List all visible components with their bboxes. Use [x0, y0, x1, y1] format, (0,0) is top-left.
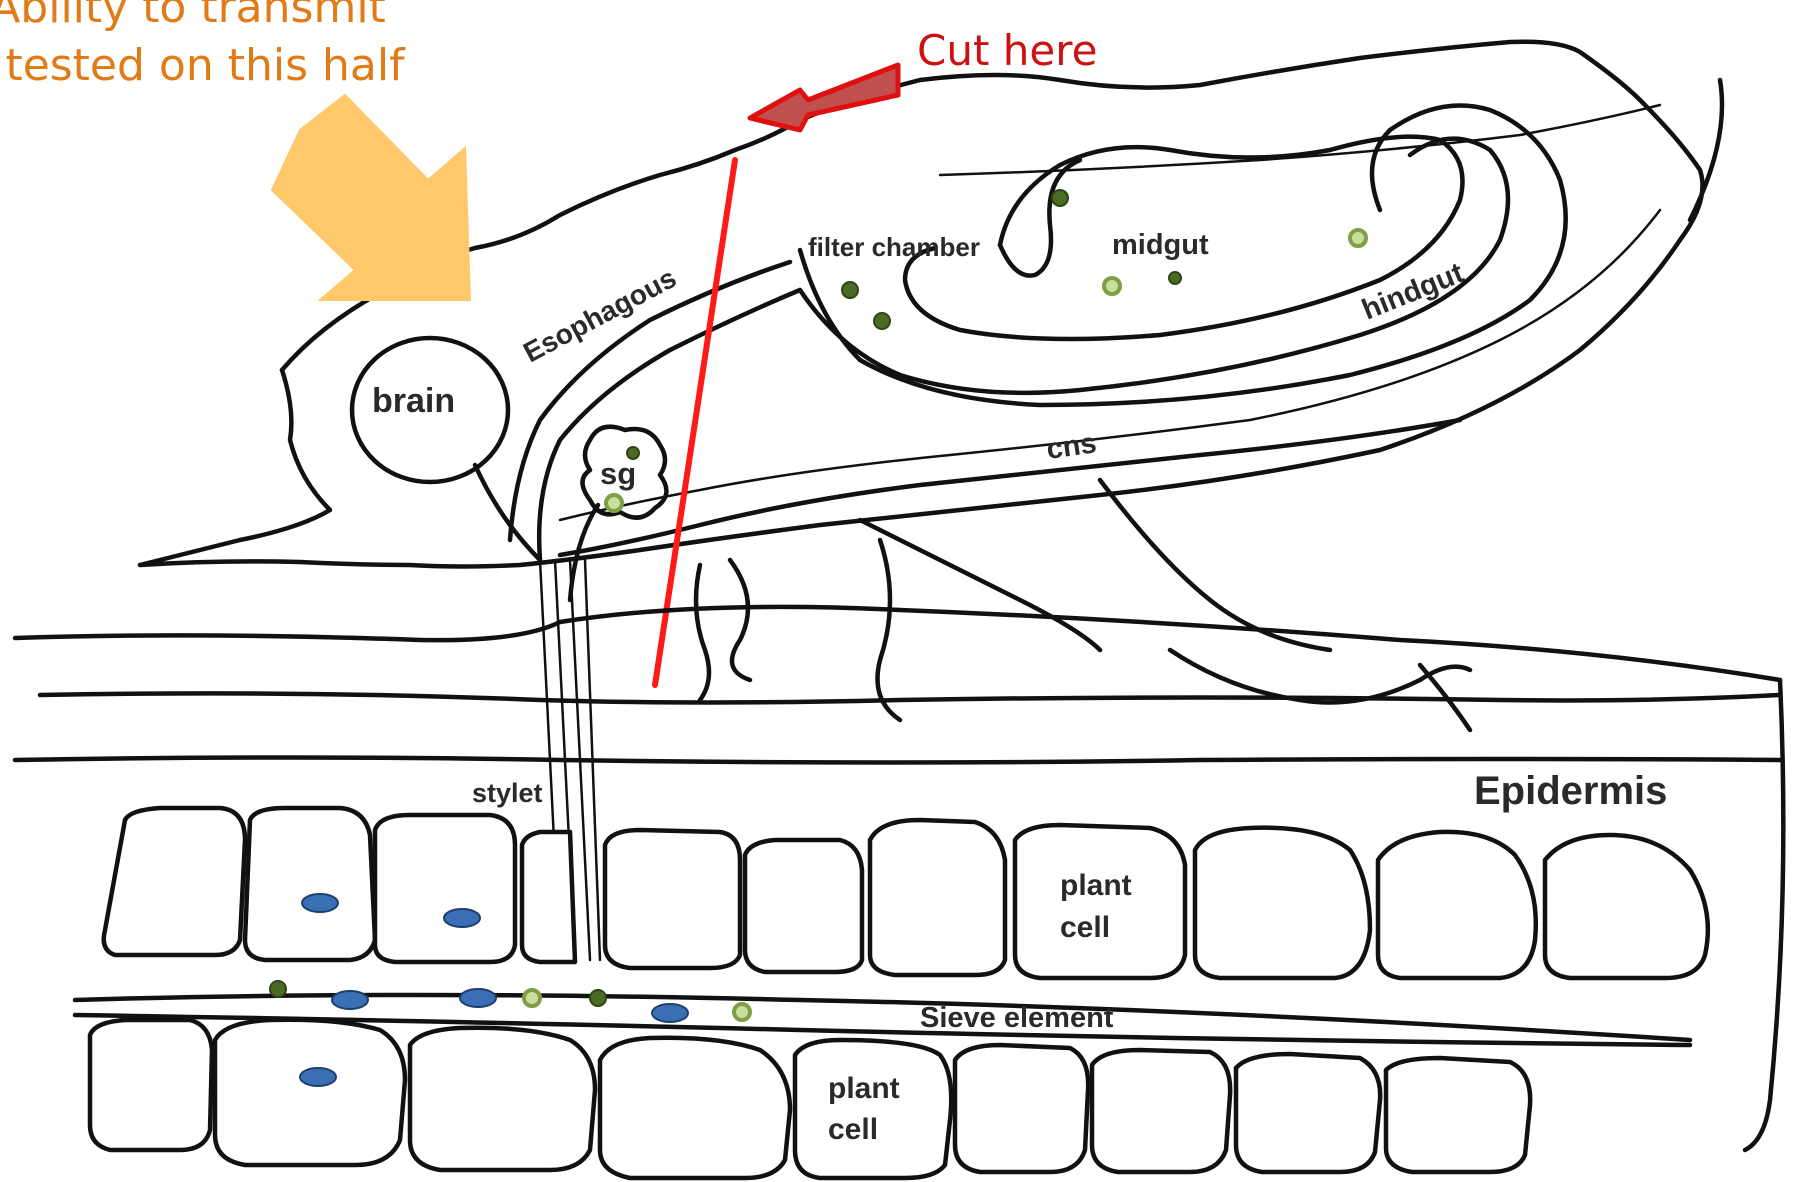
label-plant-cell-1a: plant: [1060, 869, 1132, 902]
label-brain: brain: [372, 382, 455, 420]
nucleus: [444, 909, 480, 927]
nucleus: [652, 1004, 688, 1022]
particle: [270, 981, 286, 997]
insect-back-stripe: [1690, 80, 1722, 220]
label-cns: cns: [1045, 427, 1099, 466]
nucleus: [460, 989, 496, 1007]
nucleus: [332, 991, 368, 1009]
particle: [1350, 230, 1366, 246]
plant-surface-line-1: [15, 607, 1780, 680]
plant-surface-line-3: [15, 758, 1780, 763]
leg-6: [1170, 650, 1470, 703]
particle: [1169, 272, 1181, 284]
brain-nerve: [475, 465, 540, 560]
particle: [874, 313, 890, 329]
particle: [1104, 278, 1120, 294]
cut-arrow: [750, 65, 898, 130]
leg-4: [878, 540, 901, 720]
particle: [734, 1004, 750, 1020]
label-sieve-element: Sieve element: [920, 1002, 1114, 1034]
cut-annotation: Cut here: [917, 26, 1097, 75]
insect-head-outline: [140, 370, 330, 565]
transmit-annotation-line-2: tested on this half: [5, 40, 406, 91]
transmit-annotation-line-1: Ability to transmit: [0, 0, 386, 33]
label-epidermis: Epidermis: [1474, 769, 1667, 813]
label-midgut: midgut: [1112, 229, 1209, 261]
label-plant-cell-1b: cell: [1060, 911, 1110, 944]
insect-body-outline: [140, 42, 1703, 567]
leg-3: [860, 520, 1100, 650]
particle: [524, 990, 540, 1006]
nucleus: [300, 1068, 336, 1086]
label-filter-chamber: filter chamber: [808, 232, 980, 262]
lower-cell-row: [90, 1020, 1530, 1178]
label-stylet: stylet: [472, 778, 543, 808]
nucleus: [302, 894, 338, 912]
particle: [606, 495, 622, 511]
particle: [590, 990, 606, 1006]
leg-2: [730, 560, 750, 680]
epidermis-right-edge: [1745, 680, 1783, 1150]
label-sg: sg: [600, 456, 636, 491]
hindgut-lower-line: [560, 210, 1660, 520]
particle: [842, 282, 858, 298]
plant-surface-line-2: [40, 693, 1780, 702]
particle: [1052, 190, 1068, 206]
leg-1: [696, 565, 709, 700]
upper-cell-row: [104, 808, 1708, 978]
label-plant-cell-2b: cell: [828, 1113, 878, 1146]
label-plant-cell-2a: plant: [828, 1072, 900, 1105]
transmit-arrow: [272, 95, 470, 300]
